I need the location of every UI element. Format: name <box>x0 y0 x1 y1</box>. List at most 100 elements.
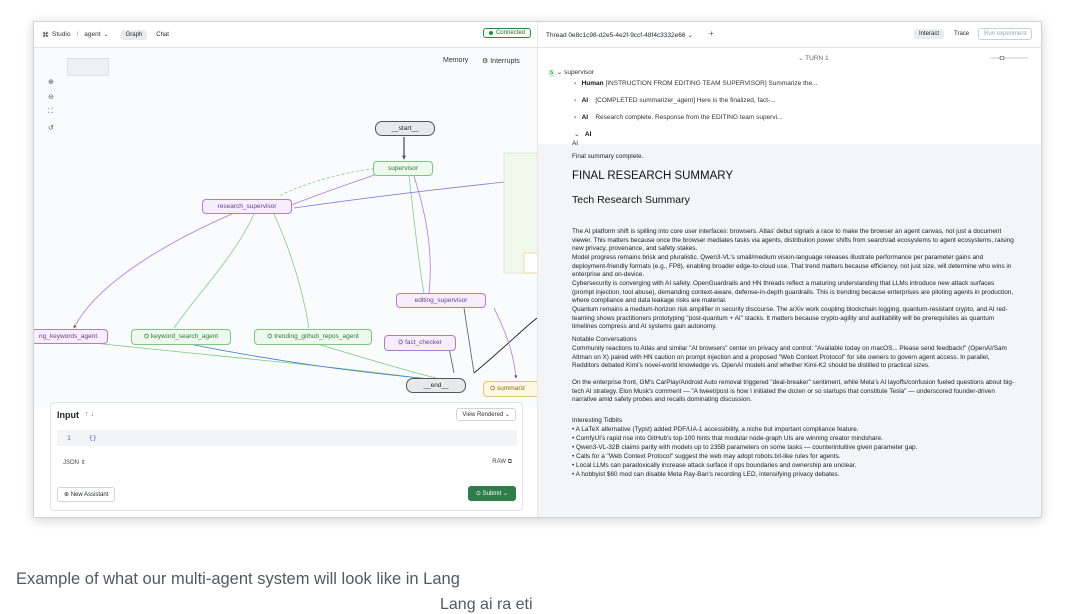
interact-tab[interactable]: Interact <box>914 29 945 39</box>
figure-caption-continued: Lang ai ra eti <box>440 596 533 613</box>
paragraph: Cybersecurity is converging with AI safe… <box>572 280 1014 305</box>
list-item: • Qwen3-VL-32B claims parity with models… <box>572 444 918 451</box>
plus-icon: ⊕ <box>64 492 71 498</box>
view-slider[interactable] <box>990 56 1028 60</box>
chevron-down-icon: ⌄ <box>502 491 508 497</box>
connection-status-label: Connected <box>495 30 525 36</box>
section-title: Interesting Tidbits <box>572 417 623 424</box>
json-editor[interactable]: 1 {} <box>57 430 517 446</box>
interrupts-button[interactable]: ⚙ Interrupts <box>478 55 524 67</box>
chevron-right-icon: › <box>574 97 580 104</box>
agent-icon: ⛭ <box>267 333 275 340</box>
editor-content[interactable]: {} <box>88 434 97 442</box>
message-sender: AI <box>572 140 579 147</box>
thread-selector[interactable]: Thread 0e8c1c98-d2e5-4e2f-9ccf-48f4c3332… <box>546 31 693 39</box>
agent-selector[interactable]: agent ⌄ <box>84 31 108 38</box>
paragraph: Model progress remains brisk and plurali… <box>572 254 1012 279</box>
zoom-in-icon[interactable]: ⊕ <box>48 79 54 86</box>
status-dot-icon <box>488 31 493 35</box>
message-row[interactable]: › Human [INSTRUCTION FROM EDITING TEAM S… <box>574 80 818 87</box>
submit-label: Submit <box>482 491 502 497</box>
zoom-out-icon[interactable]: ⊖ <box>48 94 54 101</box>
node-start[interactable]: __start__ <box>375 121 435 136</box>
chevron-down-icon: ⌄ <box>798 55 806 62</box>
new-thread-icon[interactable]: + <box>709 29 714 38</box>
message-row[interactable]: › AI Research complete. Response from th… <box>574 114 782 121</box>
supervisor-row[interactable]: S ⌄ supervisor <box>548 68 594 77</box>
node-label: summariz <box>497 385 526 392</box>
top-bar: ⌘ Studio / agent ⌄ Graph Chat Connected <box>34 22 537 48</box>
submit-icon: ⊙ <box>475 491 483 497</box>
paragraph: Quantum remains a medium-horizon risk am… <box>572 306 1008 331</box>
studio-icon: ⌘ <box>42 31 49 39</box>
thread-panel: Thread 0e8c1c98-d2e5-4e2f-9ccf-48f4c3332… <box>537 22 1041 517</box>
chevron-down-icon: ⌄ <box>556 69 565 76</box>
summary-subheading: Tech Research Summary <box>572 194 690 206</box>
trace-tab[interactable]: Trace <box>954 31 970 37</box>
node-keywords-agent[interactable]: ng_keywords_agent <box>34 329 108 344</box>
node-label: trending_github_repos_agent <box>274 333 359 340</box>
run-experiment-button[interactable]: Run experiment <box>978 28 1033 40</box>
raw-label: RAW <box>492 459 507 465</box>
node-fact-checker[interactable]: ⛭ fact_checker <box>384 335 456 351</box>
interrupts-icon: ⚙ <box>482 58 491 65</box>
new-assistant-button[interactable]: ⊕ New Assistant <box>57 487 116 502</box>
node-editing-supervisor[interactable]: editing_supervisor <box>396 293 486 308</box>
node-research-supervisor[interactable]: research_supervisor <box>202 199 292 214</box>
interrupts-label: Interrupts <box>490 58 520 65</box>
message-role: AI <box>581 97 589 104</box>
fit-view-icon[interactable]: ⛶ <box>48 108 53 115</box>
chevron-right-icon: › <box>574 80 580 87</box>
chevron-right-icon: › <box>574 114 580 121</box>
message-preview: Research complete. Response from the EDI… <box>595 114 783 121</box>
format-select[interactable]: JSON ⇕ <box>63 459 86 466</box>
message-preview: [COMPLETED summarizer_agent] Here is the… <box>595 97 776 104</box>
agent-icon: ⛭ <box>398 339 406 346</box>
memory-button[interactable]: Memory <box>443 57 469 64</box>
chevron-down-icon: ⌄ <box>574 131 584 138</box>
paragraph: Community reactions to Atlas and similar… <box>572 345 1007 370</box>
collapse-toggle-icon[interactable]: ↑ ↓ <box>85 411 94 418</box>
new-assistant-label: New Assistant <box>70 492 109 498</box>
section-title: Notable Conversations <box>572 336 637 343</box>
message-role: Human <box>581 80 604 87</box>
view-rendered-label: View Rendered <box>462 412 504 418</box>
node-status-icon: S <box>548 70 555 77</box>
turn-label: TURN 1 <box>805 55 829 62</box>
list-item: • A LaTeX alternative (Typst) added PDF/… <box>572 426 859 433</box>
line-number: 1 <box>67 434 71 442</box>
list-item: • Local LLMs can paradoxically increase … <box>572 462 857 469</box>
graph-edges <box>73 137 537 382</box>
node-trending-github-repos-agent[interactable]: ⛭ trending_github_repos_agent <box>254 329 372 345</box>
view-rendered-select[interactable]: View Rendered ⌄ <box>456 408 516 421</box>
node-summarizer[interactable]: ⛭ summariz <box>483 381 537 397</box>
copy-icon: ⧉ <box>507 459 512 465</box>
message-row-expanded[interactable]: ⌄ AI <box>574 130 591 138</box>
tab-chat[interactable]: Chat <box>156 31 169 38</box>
raw-toggle[interactable]: RAW ⧉ <box>492 459 512 466</box>
node-end[interactable]: __end__ <box>406 378 466 393</box>
thread-bar: Thread 0e8c1c98-d2e5-4e2f-9ccf-48f4c3332… <box>538 22 1041 48</box>
studio-window: ⌘ Studio / agent ⌄ Graph Chat Connected <box>33 21 1042 518</box>
figure-caption: Example of what our multi-agent system w… <box>16 570 460 588</box>
summary-heading: FINAL RESEARCH SUMMARY <box>572 170 734 182</box>
graph-canvas[interactable]: ⊕ ⊖ ⛶ ↺ Memory ⚙ Interrupts __start__ su… <box>34 48 537 408</box>
format-label: JSON <box>63 460 80 466</box>
breadcrumb-separator: / <box>76 31 79 38</box>
paragraph: On the enterprise front, GM's CarPlay/An… <box>572 379 1015 404</box>
studio-link[interactable]: ⌘ Studio <box>42 31 70 39</box>
agent-icon: ⛭ <box>490 385 498 392</box>
submit-button[interactable]: ⊙ Submit ⌄ <box>467 486 516 501</box>
minimap[interactable] <box>67 58 109 76</box>
input-panel: Input ↑ ↓ View Rendered ⌄ 1 {} JSON ⇕ RA… <box>50 402 523 511</box>
turn-header[interactable]: ⌄ TURN 1 <box>798 54 829 62</box>
list-item: • Calls for a "Web Context Protocol" sug… <box>572 453 841 460</box>
tab-graph[interactable]: Graph <box>120 29 148 40</box>
node-supervisor[interactable]: supervisor <box>373 161 433 176</box>
paragraph: The AI platform shift is spilling into c… <box>572 228 1014 253</box>
reset-icon[interactable]: ↺ <box>48 125 54 132</box>
list-item: • ComfyUI's rapid rise into GitHub's top… <box>572 435 883 442</box>
node-keyword-search-agent[interactable]: ⛭ keyword_search_agent <box>131 329 231 345</box>
supervisor-label: supervisor <box>564 69 595 76</box>
message-row[interactable]: › AI [COMPLETED summarizer_agent] Here i… <box>574 97 776 104</box>
